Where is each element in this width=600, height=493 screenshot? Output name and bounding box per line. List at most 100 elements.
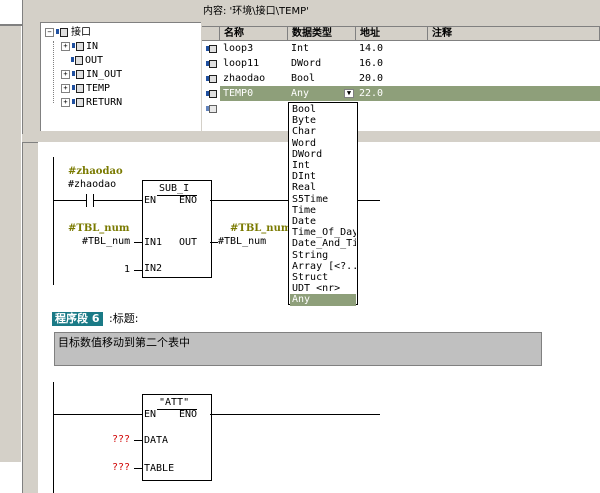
dropdown-option[interactable]: Struct [292,272,329,283]
tree-item-return[interactable]: + RETURN [61,96,122,109]
column-header-address[interactable]: 地址 [356,27,428,41]
in1-wire [134,242,142,243]
variable-icon [206,90,217,98]
in2-value[interactable]: 1 [124,264,131,275]
expand-icon[interactable]: + [61,83,70,93]
variable-icon [206,60,217,68]
dropdown-option[interactable]: Array [<?.. [292,260,356,272]
expand-icon[interactable]: + [61,41,70,51]
left-scrollbar-track[interactable] [0,26,21,462]
tree-item-label: TEMP [86,83,111,94]
table-row[interactable]: loop11 DWord 16.0 [202,56,600,71]
en-pin: EN [144,195,157,206]
dropdown-option[interactable]: DWord [292,148,323,160]
contact-address[interactable]: #zhaodao [68,179,117,190]
table-wire [134,468,142,469]
tree-item-label: IN_OUT [86,69,123,80]
variable-table: 名称 数据类型 地址 注释 loop3 Int 14.0 loop11 DWor… [202,26,600,131]
dropdown-option[interactable]: Time [292,204,317,216]
interface-tree: − 接口 + IN OUT + IN_OUT + TEMP + RETURN [40,22,201,131]
type-dropdown[interactable]: Any ▼ [288,86,356,101]
dropdown-option[interactable]: DInt [292,171,317,183]
chevron-down-icon[interactable]: ▼ [344,89,354,98]
dropdown-option[interactable]: Char [292,126,317,138]
column-header-name[interactable]: 名称 [220,27,288,41]
cell-type[interactable]: Bool [291,73,316,84]
table-row-empty[interactable] [202,101,600,116]
dropdown-option[interactable]: Date [292,216,317,227]
network-title-suffix[interactable]: :标题: [109,312,139,325]
tree-item-label: 接口 [71,27,91,38]
tree-item-label: RETURN [86,97,123,108]
dropdown-option[interactable]: Word [292,137,317,149]
out-address[interactable]: #TBL_num [218,236,267,247]
variable-icon [206,45,217,53]
dropdown-option[interactable]: S5Time [292,193,329,205]
power-rail [53,382,54,493]
tree-item-label: OUT [85,55,104,66]
dropdown-option[interactable]: Byte [292,115,317,127]
out-symbol[interactable]: #TBL_num [230,223,292,234]
column-header-type[interactable]: 数据类型 [288,27,356,41]
cell-comment[interactable] [428,71,600,86]
tree-item-interface[interactable]: − 接口 [45,26,91,39]
cell-type[interactable]: DWord [291,58,322,69]
block-header-line [157,195,197,196]
cell-type: Any [291,88,310,99]
data-wire [134,440,142,441]
table-value[interactable]: ??? [112,462,131,473]
dropdown-option[interactable]: Date_And_Ti [292,238,356,250]
rung-wire [53,200,86,201]
parameter-icon [72,84,84,93]
dropdown-option[interactable]: Bool [292,104,317,115]
in1-symbol[interactable]: #TBL_num [68,223,130,234]
left-panel-divider [0,24,22,26]
cell-comment[interactable] [428,56,600,71]
cell-comment[interactable] [428,41,600,56]
tree-item-in-out[interactable]: + IN_OUT [61,68,122,81]
left-panel-edge [0,0,23,493]
dropdown-option[interactable]: Real [292,182,317,194]
dropdown-option[interactable]: Time_Of_Day [292,227,356,239]
dropdown-option[interactable]: UDT <nr> [292,283,341,295]
tree-item-out[interactable]: OUT [71,54,103,67]
dropdown-option[interactable]: Any [290,294,356,306]
table-row[interactable]: loop3 Int 14.0 [202,41,600,56]
contact-symbol[interactable]: #zhaodao [68,166,123,177]
tree-item-temp[interactable]: + TEMP [61,82,110,95]
block-name: "ATT" [159,397,190,408]
in1-address[interactable]: #TBL_num [82,236,131,247]
att-block[interactable]: "ATT" EN ENO DATA TABLE [142,394,212,481]
contact-left[interactable] [86,194,87,207]
table-row-selected[interactable]: TEMP0 Any ▼ 22.0 [202,86,600,101]
collapse-icon[interactable]: − [45,27,54,37]
column-header-comment[interactable]: 注释 [428,27,600,41]
network-title[interactable]: 程序段 6 [52,312,103,326]
cell-name[interactable]: loop3 [223,43,254,54]
variable-icon [206,75,217,83]
dropdown-option[interactable]: Int [292,160,311,171]
tree-item-in[interactable]: + IN [61,40,98,53]
cell-name[interactable]: loop11 [223,58,260,69]
table-row[interactable]: zhaodao Bool 20.0 [202,71,600,86]
rung-wire [53,414,142,415]
cell-address: 14.0 [359,43,384,54]
cell-name[interactable]: zhaodao [223,73,266,84]
sub-i-block[interactable]: SUB_I EN ENO IN1 OUT IN2 [142,180,212,278]
cell-comment[interactable] [428,86,600,101]
cell-type[interactable]: Int [291,43,310,54]
tree-item-label: IN [86,41,99,52]
expand-icon[interactable]: + [61,97,70,107]
expand-icon[interactable]: + [61,69,70,79]
cell-name[interactable]: TEMP0 [220,86,288,101]
cell-address: 16.0 [359,58,384,69]
network-title-label: 程序段 [55,312,88,325]
network-comment[interactable]: 目标数值移动到第二个表中 [54,332,542,366]
table-corner [202,27,220,41]
dropdown-option[interactable]: String [292,249,329,261]
parameter-icon [72,70,84,79]
data-value[interactable]: ??? [112,434,131,445]
in1-pin: IN1 [144,237,163,248]
eno-wire [210,414,380,415]
